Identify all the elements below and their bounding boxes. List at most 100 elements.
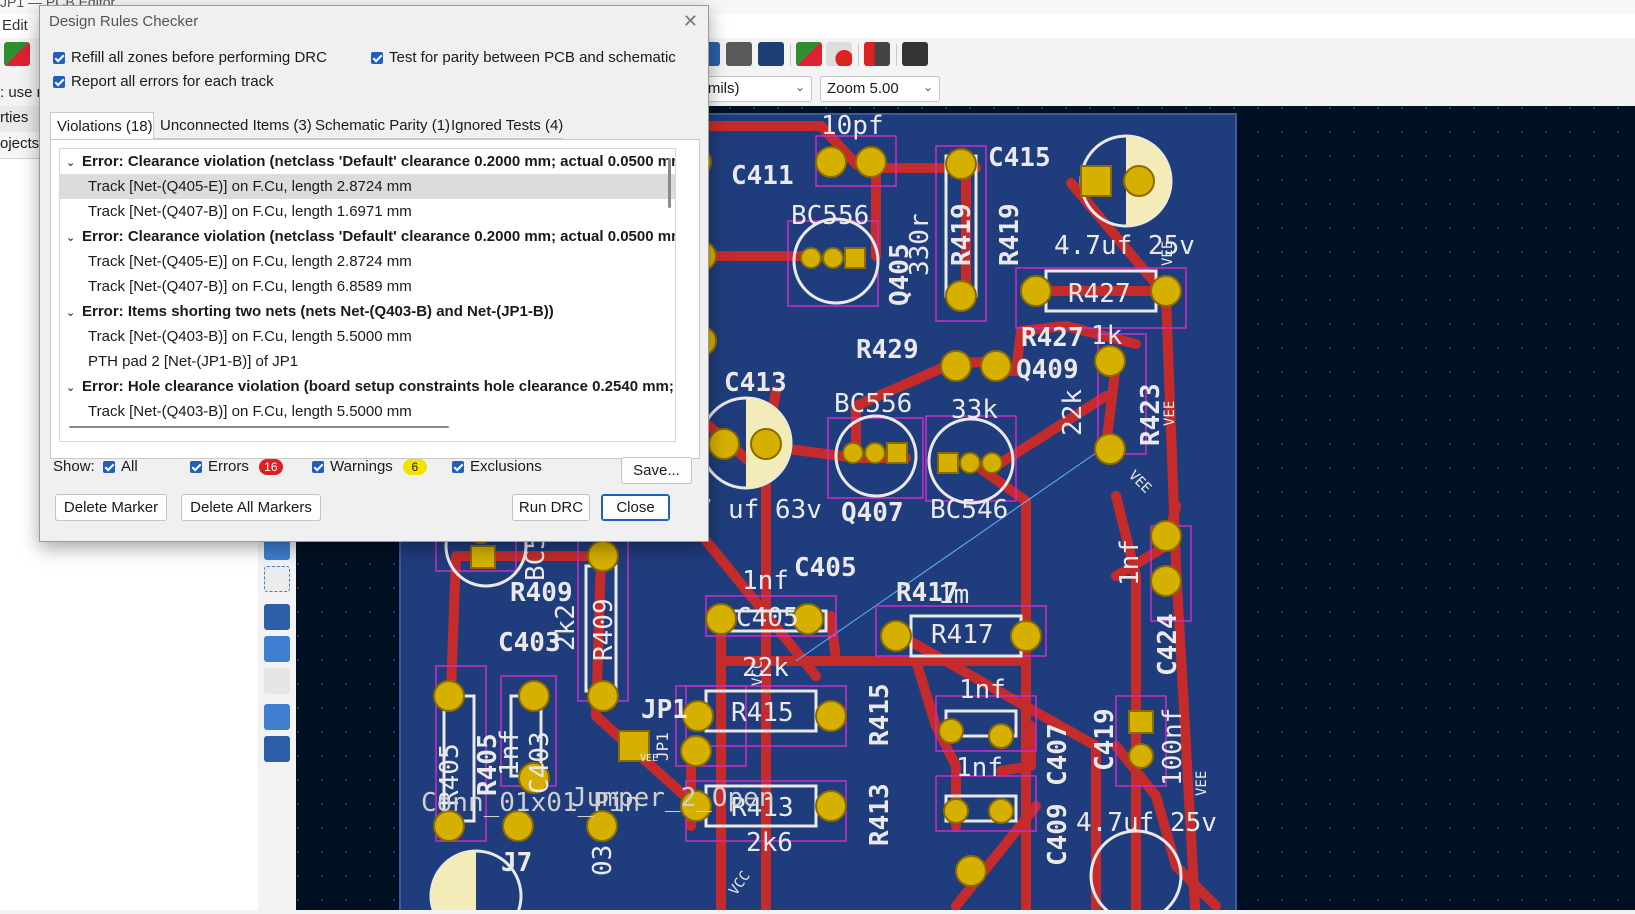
show-warnings-checkbox[interactable]: Warnings 6 [312, 458, 427, 475]
pad [470, 545, 496, 569]
pad [940, 350, 972, 382]
pad [502, 810, 534, 842]
violation-item-row[interactable]: Track [Net-(Q407-B)] on F.Cu, length 1.6… [60, 199, 675, 224]
pad [842, 442, 864, 464]
board-setup-icon[interactable] [4, 42, 30, 66]
footprint-editor-icon[interactable] [758, 42, 784, 66]
violation-item-row[interactable]: Track [Net-(Q405-E)] on F.Cu, length 2.8… [60, 174, 675, 199]
pad [981, 452, 1003, 474]
pad [988, 798, 1014, 824]
close-button[interactable]: Close [601, 494, 670, 521]
tab-schematic-parity[interactable]: Schematic Parity (1) [309, 112, 450, 139]
refill-zones-label: Refill all zones before performing DRC [71, 49, 327, 66]
tab-ignored-tests[interactable]: Ignored Tests (4) [445, 112, 563, 139]
chevron-down-icon[interactable]: ⌄ [66, 232, 76, 244]
pcb-track [896, 631, 1101, 914]
chevron-down-icon[interactable]: ⌄ [66, 382, 76, 394]
pcb-label: R419 [947, 203, 977, 266]
courtyard [1115, 695, 1167, 787]
violations-tree[interactable]: ⌄ Error: Clearance violation (netclass 'D… [59, 148, 676, 442]
pcb-label: R427 [1021, 323, 1084, 353]
zone-icon[interactable] [264, 704, 290, 730]
pcb-label: 33k [951, 395, 998, 425]
pad [1080, 165, 1112, 197]
violation-error-row[interactable]: ⌄ Error: Clearance violation (netclass 'D… [60, 149, 675, 174]
pcb-label: R409 [510, 578, 573, 608]
delete-marker-button[interactable]: Delete Marker [55, 494, 167, 521]
footprint-library-icon[interactable] [726, 42, 752, 66]
pcb-label: R429 [856, 335, 919, 365]
pad [433, 680, 465, 712]
pcb-label: R423 [1136, 383, 1166, 446]
violation-text: Track [Net-(Q407-B)] on F.Cu, length 1.6… [88, 203, 412, 220]
violation-text: Track [Net-(Q405-E)] on F.Cu, length 2.8… [88, 178, 412, 195]
pad [943, 798, 969, 824]
update-pcb-icon[interactable] [796, 42, 822, 66]
pad [815, 146, 847, 178]
show-exclusions-checkbox[interactable]: Exclusions [452, 458, 542, 475]
pad [815, 700, 847, 732]
pad [587, 680, 619, 712]
pcb-label: C415 [988, 143, 1051, 173]
route-track-icon[interactable] [264, 636, 290, 662]
violation-item-row[interactable]: PTH pad 2 [Net-(JP1-B)] of JP1 [60, 349, 675, 374]
pcb-label: 1k [1091, 321, 1123, 351]
test-parity-checkbox[interactable]: Test for parity between PCB and schemati… [371, 49, 676, 66]
pcb-label: C413 [724, 368, 787, 398]
chevron-down-icon[interactable]: ⌄ [66, 307, 76, 319]
pcb-track [951, 801, 1041, 911]
pad [433, 810, 465, 842]
horizontal-scrollbar[interactable] [69, 426, 449, 428]
pad [708, 428, 740, 460]
rect-select-icon[interactable] [264, 566, 290, 592]
pad [680, 735, 712, 767]
show-errors-checkbox[interactable]: Errors 16 [190, 458, 283, 475]
footprint-icon[interactable] [264, 604, 290, 630]
courtyard [925, 415, 1017, 502]
violation-item-row[interactable]: Track [Net-(Q403-B)] on F.Cu, length 5.5… [60, 399, 675, 424]
checkbox-checked-icon [53, 51, 65, 64]
tools-icon[interactable] [264, 736, 290, 762]
pad [844, 247, 866, 269]
save-button[interactable]: Save... [621, 457, 692, 484]
report-all-errors-checkbox[interactable]: Report all errors for each track [53, 73, 274, 90]
violation-item-row[interactable]: Track [Net-(Q407-B)] on F.Cu, length 6.8… [60, 274, 675, 299]
tab-violations[interactable]: Violations (18) [50, 112, 154, 140]
delete-all-markers-button[interactable]: Delete All Markers [181, 494, 321, 521]
pcb-label: BC556 [834, 389, 912, 419]
scripting-console-icon[interactable] [902, 42, 928, 66]
pad [1150, 275, 1182, 307]
show-all-checkbox[interactable]: All [103, 458, 138, 475]
pad [1150, 520, 1182, 552]
pcb-label: 330r [905, 213, 935, 276]
via-icon[interactable] [264, 668, 290, 694]
properties-tab-label: rties [0, 109, 29, 126]
drc-icon[interactable] [826, 42, 852, 66]
violation-error-row[interactable]: ⌄Error: Hole clearance violation (board … [60, 374, 675, 399]
menu-edit[interactable]: Edit [2, 17, 28, 34]
pcb-label: 22k [742, 653, 789, 683]
route-icon[interactable] [864, 42, 890, 66]
violation-item-row[interactable]: Track [Net-(Q403-B)] on F.Cu, length 5.5… [60, 324, 675, 349]
pcb-track [826, 611, 841, 666]
pcb-label: R417 [896, 578, 959, 608]
toolbar-separator [858, 44, 859, 66]
pcb-track [991, 391, 1111, 471]
pad [1010, 620, 1042, 652]
pad [937, 452, 959, 474]
refill-zones-checkbox[interactable]: Refill all zones before performing DRC [53, 49, 327, 66]
violation-text: Error: Clearance violation (netclass 'De… [82, 153, 676, 170]
checkbox-checked-icon [371, 51, 383, 64]
pad [682, 700, 714, 732]
zoom-select[interactable]: Zoom 5.00 ⌄ [820, 76, 940, 102]
tab-unconnected-items[interactable]: Unconnected Items (3) [154, 112, 312, 139]
pcb-track [996, 721, 1036, 776]
violation-item-row[interactable]: Track [Net-(Q405-E)] on F.Cu, length 2.8… [60, 249, 675, 274]
vertical-scrollbar[interactable] [668, 158, 671, 208]
violation-error-row[interactable]: ⌄Error: Clearance violation (netclass 'D… [60, 224, 675, 249]
violation-error-row[interactable]: ⌄Error: Items shorting two nets (nets Ne… [60, 299, 675, 324]
chevron-down-icon[interactable]: ⌄ [66, 157, 76, 169]
run-drc-button[interactable]: Run DRC [512, 494, 590, 521]
pcb-label: 1m [938, 580, 969, 610]
close-icon[interactable]: ✕ [682, 11, 698, 31]
